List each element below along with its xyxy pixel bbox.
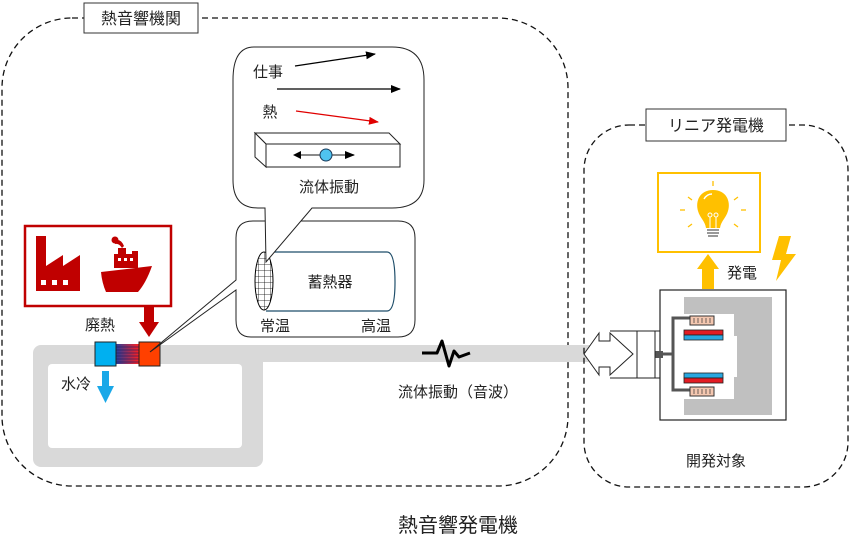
generator-label: リニア発電機: [668, 116, 764, 135]
magnet-upper-red: [683, 329, 724, 336]
high-temp-label: 高温: [361, 317, 391, 335]
linear-generator: [643, 289, 787, 421]
fluid-vibration-label: 流体振動: [299, 178, 359, 196]
work-label: 仕事: [253, 63, 283, 81]
power-generation-label: 発電: [727, 264, 757, 282]
generator-group: リニア発電機: [583, 108, 849, 488]
piston-connector: [610, 290, 661, 420]
engine-label: 熱音響機関: [101, 9, 181, 28]
ship-icon: [101, 236, 152, 292]
engine-dashed-border: [1, 17, 569, 487]
waste-heat-source: [23, 224, 173, 337]
waste-heat-arrow: [139, 306, 159, 337]
generator-label-box: [645, 108, 787, 142]
fluid-particle: [319, 148, 333, 162]
regenerator-mesh: [254, 251, 274, 311]
lightbulb-icon: [680, 181, 746, 237]
waste-heat-label: 廃熱: [85, 316, 115, 334]
generator-dashed-border: [583, 124, 849, 488]
lightning-icon: [772, 236, 796, 281]
power-generation-arrow: [697, 254, 719, 289]
work-heat-bubble: [232, 46, 425, 264]
regenerator-bubble: [149, 220, 416, 353]
heat-arrow: [295, 110, 379, 125]
work-arrow-upper: [294, 51, 376, 67]
regenerator-cylinder: [266, 251, 396, 312]
heat-exchanger-stack: [94, 341, 161, 367]
ambient-temp-label: 常温: [260, 317, 290, 335]
heat-label: 熱: [262, 103, 277, 121]
water-cooling-label: 水冷: [61, 375, 91, 393]
factory-icon: [36, 236, 80, 291]
sound-wave-icon: [422, 339, 471, 368]
hot-heat-exchanger: [138, 341, 161, 367]
fluid-vibration-sound-label: 流体振動（音波）: [398, 383, 518, 401]
engine-group: 熱音響機関: [1, 2, 590, 487]
development-target-label: 開発対象: [686, 452, 746, 470]
water-cooling-arrow: [97, 371, 114, 403]
oscillation-double-arrow: [583, 331, 634, 377]
resonator-tube: [33, 345, 590, 467]
magnet-lower-blue: [683, 372, 724, 379]
engine-label-box: [83, 2, 199, 34]
cold-heat-exchanger: [94, 341, 117, 367]
figure-caption: 熱音響発電機: [398, 513, 518, 537]
magnet-upper-blue: [683, 334, 724, 341]
regenerator-label: 蓄熱器: [307, 273, 352, 291]
waste-heat-box: [23, 224, 173, 308]
magnet-lower-red: [683, 377, 724, 384]
